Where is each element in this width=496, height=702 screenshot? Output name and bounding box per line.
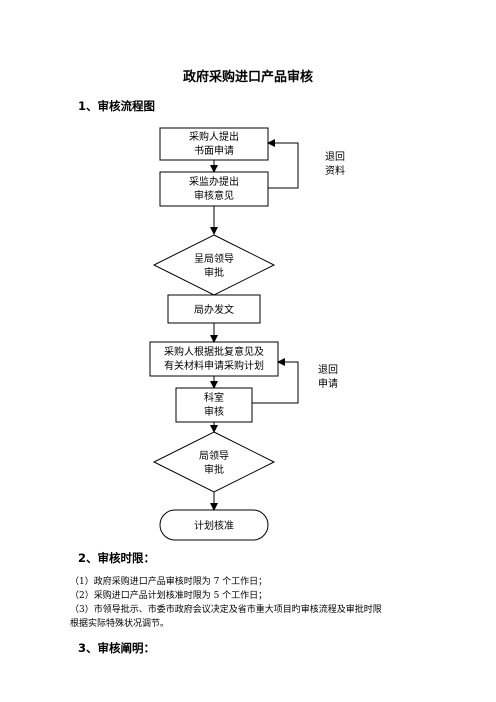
loop-return-materials-label-1: 退回 (325, 151, 345, 163)
step-leader-final-approval-label-2: 审批 (204, 463, 224, 476)
step-apply-plan-box (149, 341, 279, 377)
time-limit-item-3-continued: 根据实际特殊状况调节。 (70, 619, 170, 629)
step-review-opinion-label-2: 审核意见 (194, 189, 234, 202)
step-apply-plan-label-1: 采购人根据批复意见及 (164, 345, 264, 358)
step-plan-approved-terminal (159, 509, 269, 541)
step-bureau-leader-approval-label-2: 审批 (204, 266, 224, 279)
time-limit-item-2: （2）采购进口产品计划核准时限为 5 个工作日； (70, 591, 268, 601)
loop-return-application (252, 358, 299, 404)
loop-return-application-label-1: 退回 (318, 364, 338, 376)
loop-return-materials-label-2: 资料 (325, 164, 345, 177)
section-heading-explanation: 3、审核阐明： (78, 641, 156, 655)
step-review-opinion-label-1: 采监办提出 (189, 175, 239, 188)
step-leader-final-approval-diamond (152, 431, 276, 493)
step-submit-application-label-2: 书面申请 (194, 144, 234, 157)
loop-return-application-label-2: 申请 (318, 377, 338, 390)
step-department-review-label-1: 科室 (204, 391, 224, 404)
page-title: 政府采购进口产品审核 (182, 70, 313, 85)
step-bureau-leader-approval-label-1: 呈局领导 (194, 252, 234, 265)
step-issue-document-label: 局办发文 (194, 303, 234, 316)
step-issue-document-box (167, 294, 261, 324)
step-bureau-leader-approval-diamond (152, 234, 276, 296)
step-submit-application-label-1: 采购人提出 (189, 130, 239, 143)
step-plan-approved-label: 计划核准 (194, 519, 234, 532)
step-review-opinion-box (159, 171, 269, 207)
step-department-review-box (175, 387, 253, 423)
step-leader-final-approval-label-1: 局领导 (199, 449, 229, 462)
time-limit-item-3: （3）市领导批示、市委市政府会议决定及省市重大项目旳审核流程及审批时限 (70, 605, 382, 615)
step-apply-plan-label-2: 有关材料申请采购计划 (164, 359, 264, 372)
section-heading-time-limit: 2、审核时限： (78, 551, 156, 565)
loop-return-materials (267, 139, 299, 189)
time-limit-item-1: （1）政府采购进口产品审核时限为 7 个工作日； (70, 577, 268, 587)
step-submit-application-box (159, 127, 269, 161)
section-heading-flowchart: 1、审核流程图 (78, 99, 156, 113)
step-department-review-label-2: 审核 (204, 405, 224, 418)
